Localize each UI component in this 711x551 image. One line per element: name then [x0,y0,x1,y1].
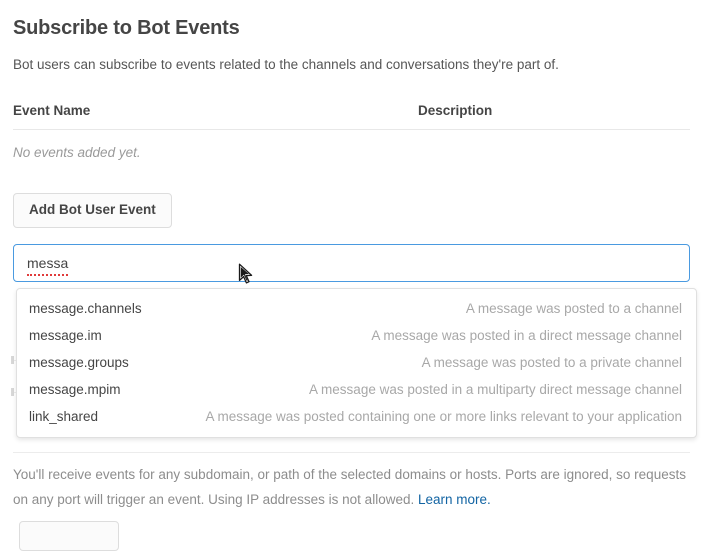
event-option-description: A message was posted in a direct message… [371,328,682,343]
event-option[interactable]: message.mpim A message was posted in a m… [17,376,696,403]
event-option[interactable]: message.groups A message was posted to a… [17,349,696,376]
event-option-description: A message was posted in a multiparty dir… [309,382,682,397]
table-empty-state: No events added yet. [13,145,141,160]
event-option-description: A message was posted to a channel [465,301,682,316]
event-option-description: A message was posted to a private channe… [421,355,682,370]
column-header-event-name: Event Name [13,103,91,118]
background-marker [11,356,14,364]
table-header-row: Event Name Description [13,103,690,129]
column-header-description: Description [418,103,493,118]
event-option-name: message.groups [29,355,129,370]
footer-button-partial[interactable] [19,521,119,551]
event-search-input[interactable] [13,244,690,282]
event-option[interactable]: message.im A message was posted in a dir… [17,322,696,349]
event-option-description: A message was posted containing one or m… [205,409,682,424]
learn-more-link[interactable]: Learn more. [417,492,491,507]
page-subtitle: Bot users can subscribe to events relate… [13,57,559,72]
event-option-name: message.channels [29,301,142,316]
footer-note: You'll receive events for any subdomain,… [13,462,693,512]
bot-events-table: Event Name Description No events added y… [13,103,690,160]
event-option-name: message.mpim [29,382,121,397]
subscribe-bot-events-page: Subscribe to Bot Events Bot users can su… [11,17,697,551]
page-title: Subscribe to Bot Events [13,17,240,39]
event-option[interactable]: message.channels A message was posted to… [17,295,696,322]
add-bot-user-event-button[interactable]: Add Bot User Event [13,193,172,228]
footer-divider [13,452,690,453]
event-option-name: link_shared [29,409,99,424]
footer-note-text: You'll receive events for any subdomain,… [13,467,686,507]
event-option[interactable]: link_shared A message was posted contain… [17,403,696,430]
table-header-divider [13,129,690,130]
background-marker [11,388,14,396]
event-suggestions-dropdown: message.channels A message was posted to… [16,288,697,438]
event-option-name: message.im [29,328,102,343]
